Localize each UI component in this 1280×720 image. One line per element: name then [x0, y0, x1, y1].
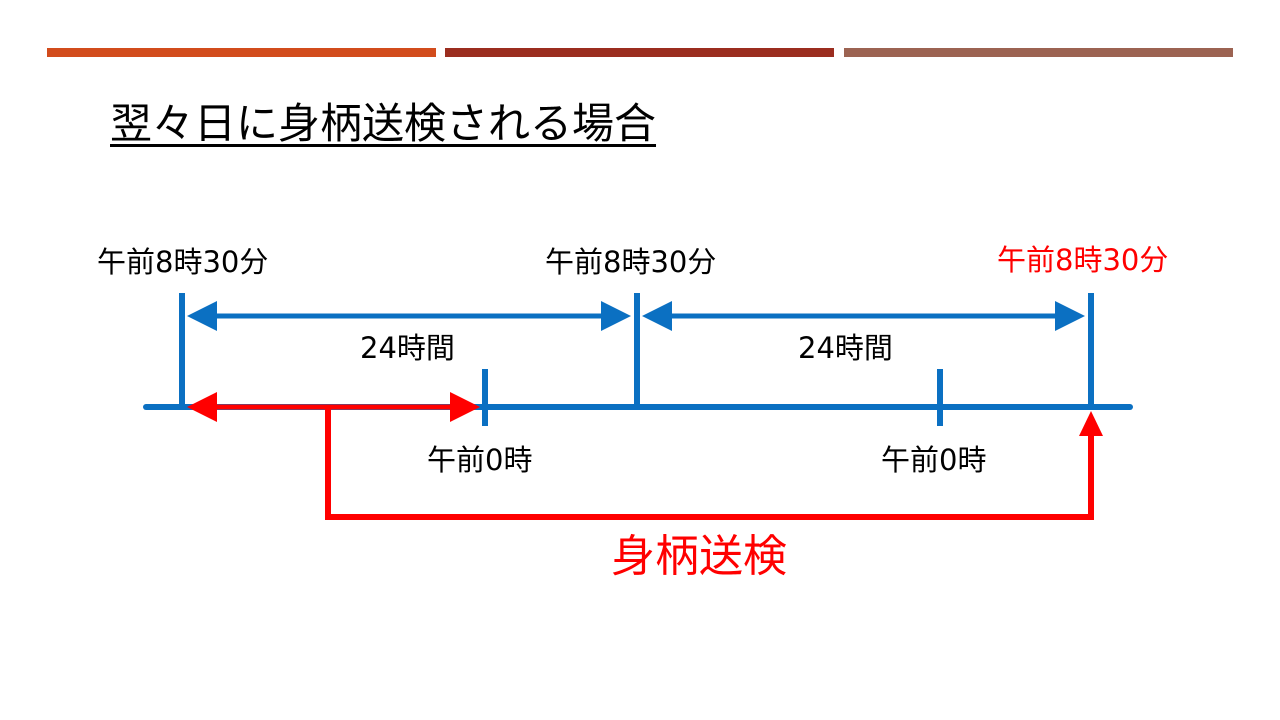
transfer-path [325, 407, 1094, 520]
label-time-830-second: 午前8時30分 [545, 245, 717, 279]
label-midnight-first: 午前0時 [427, 443, 533, 477]
label-span-24h-first: 24時間 [360, 331, 455, 365]
accent-bar-taupe [844, 48, 1233, 57]
slide-title: 翌々日に身柄送検される場合 [110, 99, 657, 148]
label-transfer: 身柄送検 [611, 531, 787, 582]
label-midnight-second: 午前0時 [881, 443, 987, 477]
label-time-830-third: 午前8時30分 [997, 243, 1169, 277]
transfer-arrowhead [1079, 411, 1103, 436]
label-span-24h-second: 24時間 [798, 331, 893, 365]
accent-bar-brown [445, 48, 834, 57]
accent-bar-orange [47, 48, 436, 57]
label-time-830-first: 午前8時30分 [97, 245, 269, 279]
